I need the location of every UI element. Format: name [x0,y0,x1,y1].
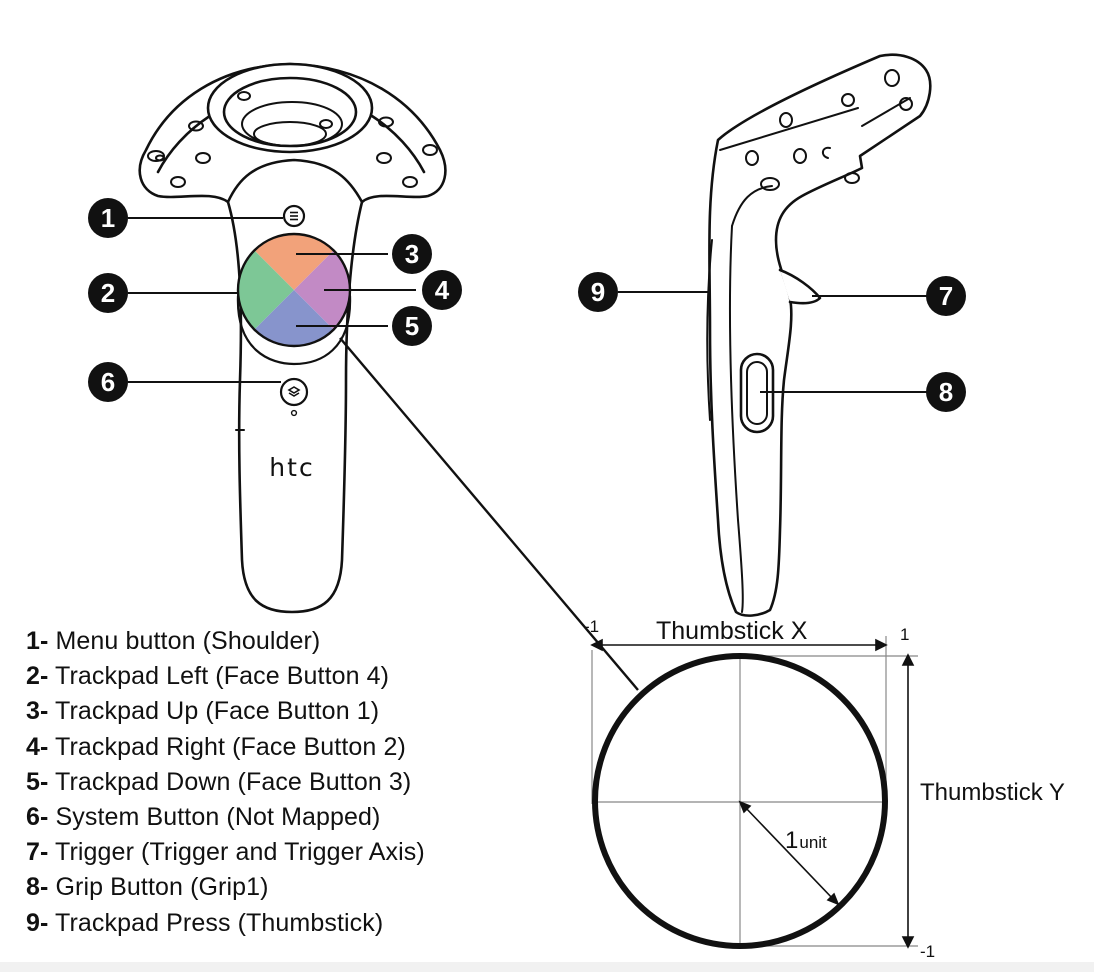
legend-item: 2- Trackpad Left (Face Button 4) [26,659,425,694]
svg-text:7: 7 [939,281,953,311]
htc-logo: htc [269,453,314,482]
thumbstick-circle [592,653,888,949]
legend-text: Trackpad Press (Thumbstick) [48,908,384,937]
svg-text:1: 1 [101,203,115,233]
svg-text:4: 4 [435,275,450,305]
legend-number: 5- [26,767,49,796]
legend-text: Menu button (Shoulder) [48,627,321,655]
svg-text:9: 9 [591,277,605,307]
legend-text: Trackpad Up (Face Button 1) [48,697,380,726]
radius-arrow [743,805,835,901]
menu-icon [290,211,298,221]
badge-9: 9 [578,272,618,312]
legend-item: 4- Trackpad Right (Face Button 2) [26,730,425,765]
legend-text: Trackpad Left (Face Button 4) [48,662,390,691]
x-axis-title: Thumbstick X [656,617,808,645]
legend-number: 6- [26,803,49,832]
legend-item: 7- Trigger (Trigger and Trigger Axis) [26,835,425,870]
legend-text: Trackpad Down (Face Button 3) [48,767,412,796]
legend-item: 5- Trackpad Down (Face Button 3) [26,765,425,800]
legend-item: 9- Trackpad Press (Thumbstick) [26,906,425,941]
x-max-label: 1 [900,625,909,644]
svg-text:8: 8 [939,377,953,407]
legend-item: 6- System Button (Not Mapped) [26,800,425,835]
bottom-strip [0,962,1094,972]
badge-8: 8 [926,372,966,412]
badge-2: 2 [88,273,128,313]
system-icon [287,386,301,397]
badge-4: 4 [422,270,462,310]
legend-item: 8- Grip Button (Grip1) [26,870,425,905]
y-min-label: -1 [920,942,935,961]
badge-1: 1 [88,198,128,238]
svg-text:3: 3 [405,239,419,269]
legend-number: 3- [26,697,49,726]
legend-number: 7- [26,838,49,867]
controller-side-view [706,53,932,617]
legend-number: 9- [26,908,49,937]
trackpad-bezel [236,294,352,366]
x-min-label: -1 [584,617,599,636]
system-button[interactable] [279,377,309,417]
legend-text: Trigger (Trigger and Trigger Axis) [48,838,425,867]
legend-text: System Button (Not Mapped) [48,803,381,832]
sensor-dimples-front [147,91,438,188]
badge-7: 7 [926,276,966,316]
svg-text:2: 2 [101,278,115,308]
radius-label: 1unit [785,827,827,854]
badge-3: 3 [392,234,432,274]
thumbstick-axis-diagram: -1 Thumbstick X 1 Thumbstick Y -1 1unit [584,617,1065,961]
legend-item: 1- Menu button (Shoulder) [26,624,425,659]
sensor-dimples-side [745,69,913,191]
legend-number: 2- [26,662,49,691]
badge-5: 5 [392,306,432,346]
controller-side-body [708,53,932,617]
legend-text: Trackpad Right (Face Button 2) [48,732,406,761]
legend-number: 8- [26,873,49,902]
trigger[interactable] [778,268,822,305]
svg-text:5: 5 [405,311,419,341]
legend-text: Grip Button (Grip1) [48,873,269,902]
menu-button[interactable] [282,204,306,228]
svg-text:6: 6 [101,367,115,397]
legend-item: 3- Trackpad Up (Face Button 1) [26,694,425,729]
y-axis-title: Thumbstick Y [920,779,1065,806]
badge-6: 6 [88,362,128,402]
callout-lines [128,217,928,691]
legend-number: 1- [26,627,49,655]
legend-list: 1- Menu button (Shoulder) 2- Trackpad Le… [26,624,425,941]
legend-number: 4- [26,732,49,761]
